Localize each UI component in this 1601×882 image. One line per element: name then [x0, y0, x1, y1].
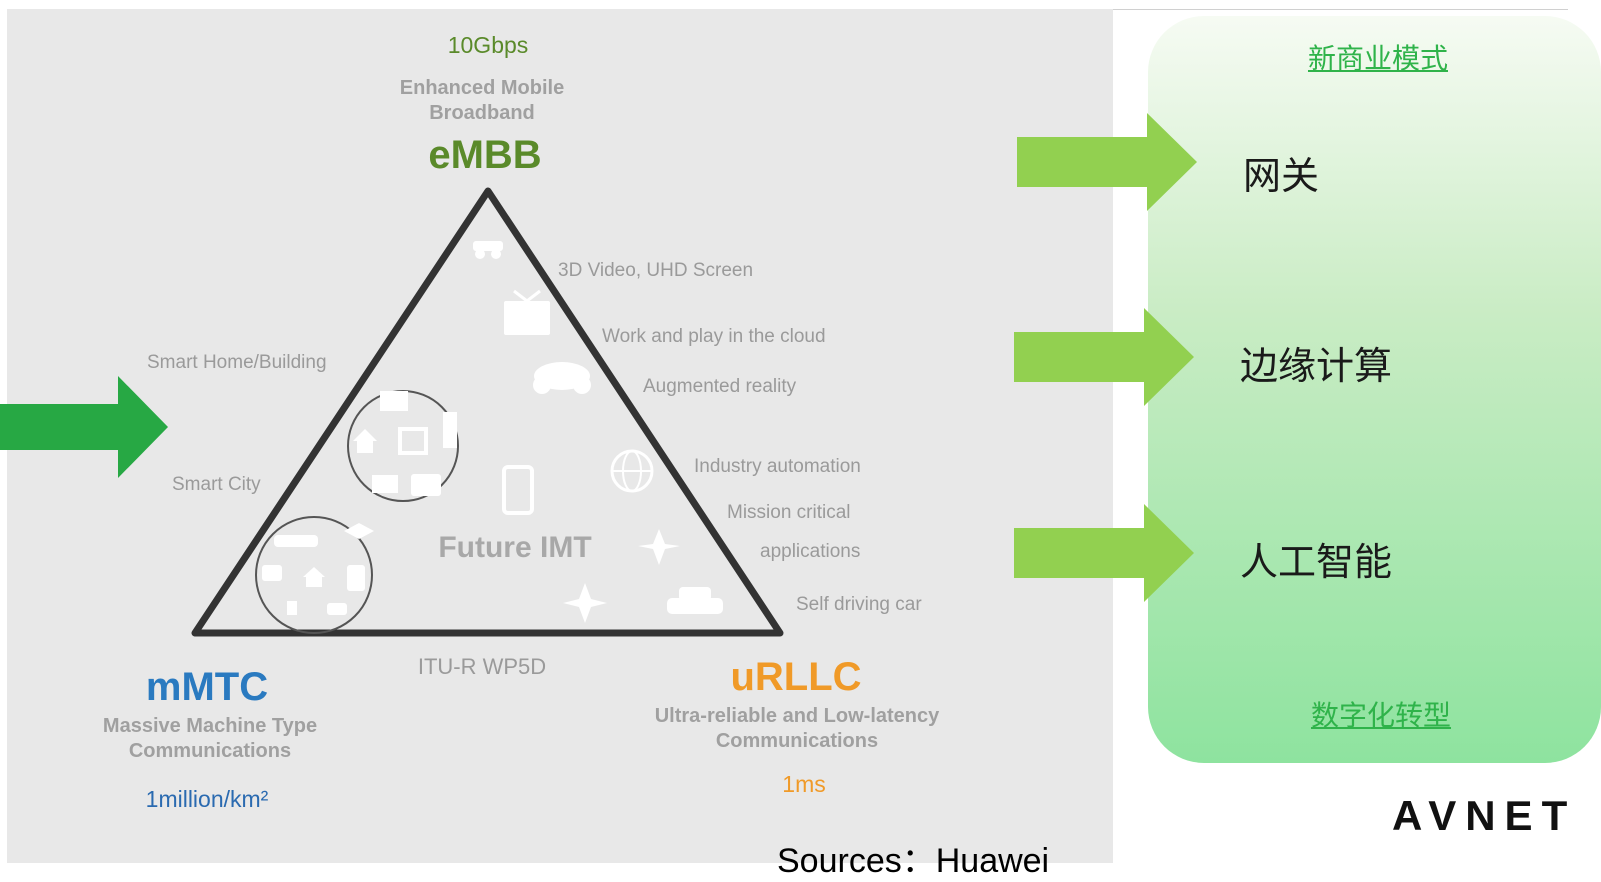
embb-subtitle-line2: Broadband	[429, 102, 535, 124]
itu-label: ITU-R WP5D	[417, 654, 547, 679]
smart-city-circle	[255, 516, 373, 634]
business-panel	[1148, 16, 1601, 763]
embb-subtitle: Enhanced Mobile Broadband	[400, 76, 564, 126]
arrow-edge-computing-icon	[1014, 308, 1194, 406]
home-devices-icon	[353, 391, 457, 496]
use-case-mission-1: Mission critical	[727, 502, 851, 523]
embb-subtitle-line1: Enhanced Mobile	[399, 77, 565, 99]
embb-title: eMBB	[428, 133, 542, 177]
digital-transformation-link[interactable]: 数字化转型	[1310, 699, 1452, 732]
future-imt-label: Future IMT	[438, 531, 592, 564]
arrow-ai-icon	[1014, 504, 1194, 602]
globe-icon	[610, 449, 654, 493]
urllc-latency: 1ms	[782, 771, 826, 797]
drone-icon	[563, 583, 607, 623]
city-devices-icon	[262, 523, 374, 615]
use-case-video: 3D Video, UHD Screen	[558, 260, 754, 281]
item-edge-computing: 边缘计算	[1240, 344, 1393, 388]
mmtc-subtitle-line1: Massive Machine Type	[102, 715, 318, 737]
mmtc-density: 1million/km²	[145, 786, 269, 812]
embb-speed: 10Gbps	[447, 32, 529, 58]
urllc-subtitle: Ultra-reliable and Low-latency Communica…	[655, 704, 940, 754]
3d-glasses-icon	[473, 241, 503, 259]
mmtc-subtitle-line2: Communications	[128, 740, 292, 762]
urllc-subtitle-line2: Communications	[715, 730, 879, 752]
use-case-smart-city: Smart City	[172, 474, 261, 495]
phone-icon	[502, 465, 534, 515]
use-case-industry: Industry automation	[694, 456, 861, 477]
source-text: Sources：Huawei	[777, 842, 1050, 880]
avnet-logo: AVNET	[1392, 792, 1577, 839]
gamepad-icon	[533, 362, 591, 394]
tv-icon	[504, 289, 550, 335]
item-gateway: 网关	[1243, 154, 1320, 198]
new-business-model-link[interactable]: 新商业模式	[1307, 42, 1449, 75]
imt-triangle	[191, 187, 784, 637]
car-icon	[667, 587, 723, 614]
use-case-smart-home: Smart Home/Building	[147, 352, 327, 373]
use-case-ar: Augmented reality	[643, 376, 797, 397]
mmtc-title: mMTC	[145, 665, 269, 709]
urllc-title: uRLLC	[730, 655, 862, 699]
use-case-self-driving: Self driving car	[796, 594, 922, 615]
mmtc-subtitle: Massive Machine Type Communications	[103, 714, 317, 764]
left-arrow-icon	[0, 376, 168, 478]
top-divider	[1113, 9, 1568, 10]
urllc-subtitle-line1: Ultra-reliable and Low-latency	[654, 705, 940, 727]
diagram-graphics	[191, 187, 784, 637]
use-case-cloud: Work and play in the cloud	[602, 326, 826, 347]
item-ai: 人工智能	[1240, 540, 1393, 584]
plane-icon	[638, 529, 680, 565]
use-case-mission-2: applications	[760, 541, 861, 562]
imt-diagram: 10Gbps Enhanced Mobile Broadband eMBB 3D…	[7, 9, 1113, 863]
arrow-gateway-icon	[1017, 113, 1197, 211]
